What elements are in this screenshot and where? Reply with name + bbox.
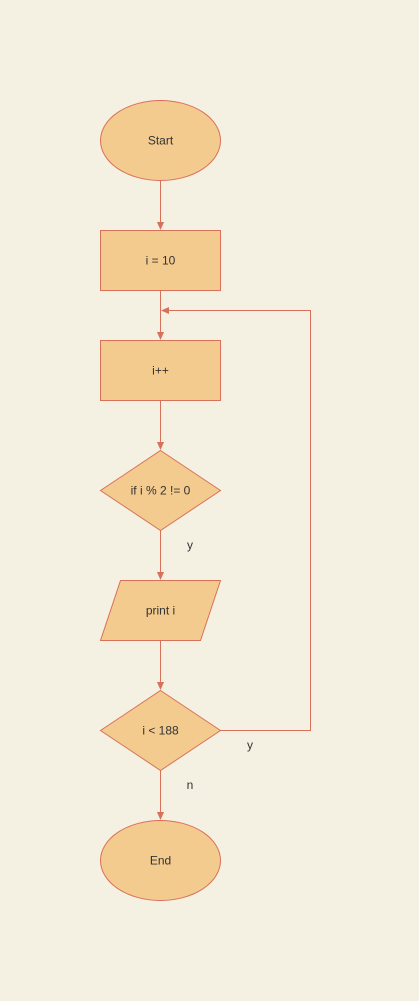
node-end: End — [100, 820, 221, 901]
terminal-shape-start — [100, 100, 221, 181]
init-label: i = 10 — [146, 254, 176, 268]
edge-label-odd-yes: y — [187, 538, 193, 552]
process-shape-init — [100, 230, 221, 291]
terminal-shape-end — [100, 820, 221, 901]
node-start: Start — [100, 100, 221, 181]
connectors — [161, 180, 311, 819]
end-label: End — [150, 854, 171, 868]
process-shape-increment — [100, 340, 221, 401]
edge-loop-back — [162, 311, 311, 731]
decision-shape-odd — [99, 449, 222, 532]
io-shape-print — [99, 580, 222, 641]
node-condition-odd: if i % 2 != 0 — [99, 449, 222, 532]
start-label: Start — [148, 134, 174, 148]
print-label: print i — [146, 604, 175, 618]
node-print: print i — [99, 580, 222, 641]
condition-loop-label: i < 188 — [142, 724, 179, 738]
node-condition-loop: i < 188 — [99, 689, 222, 772]
node-increment: i++ — [100, 340, 221, 401]
increment-label: i++ — [152, 364, 169, 378]
condition-odd-label: if i % 2 != 0 — [131, 484, 191, 498]
edge-label-loop-no: n — [187, 778, 194, 792]
decision-shape-loop — [99, 689, 222, 772]
edge-label-loop-yes: y — [247, 738, 253, 752]
node-init: i = 10 — [100, 230, 221, 291]
